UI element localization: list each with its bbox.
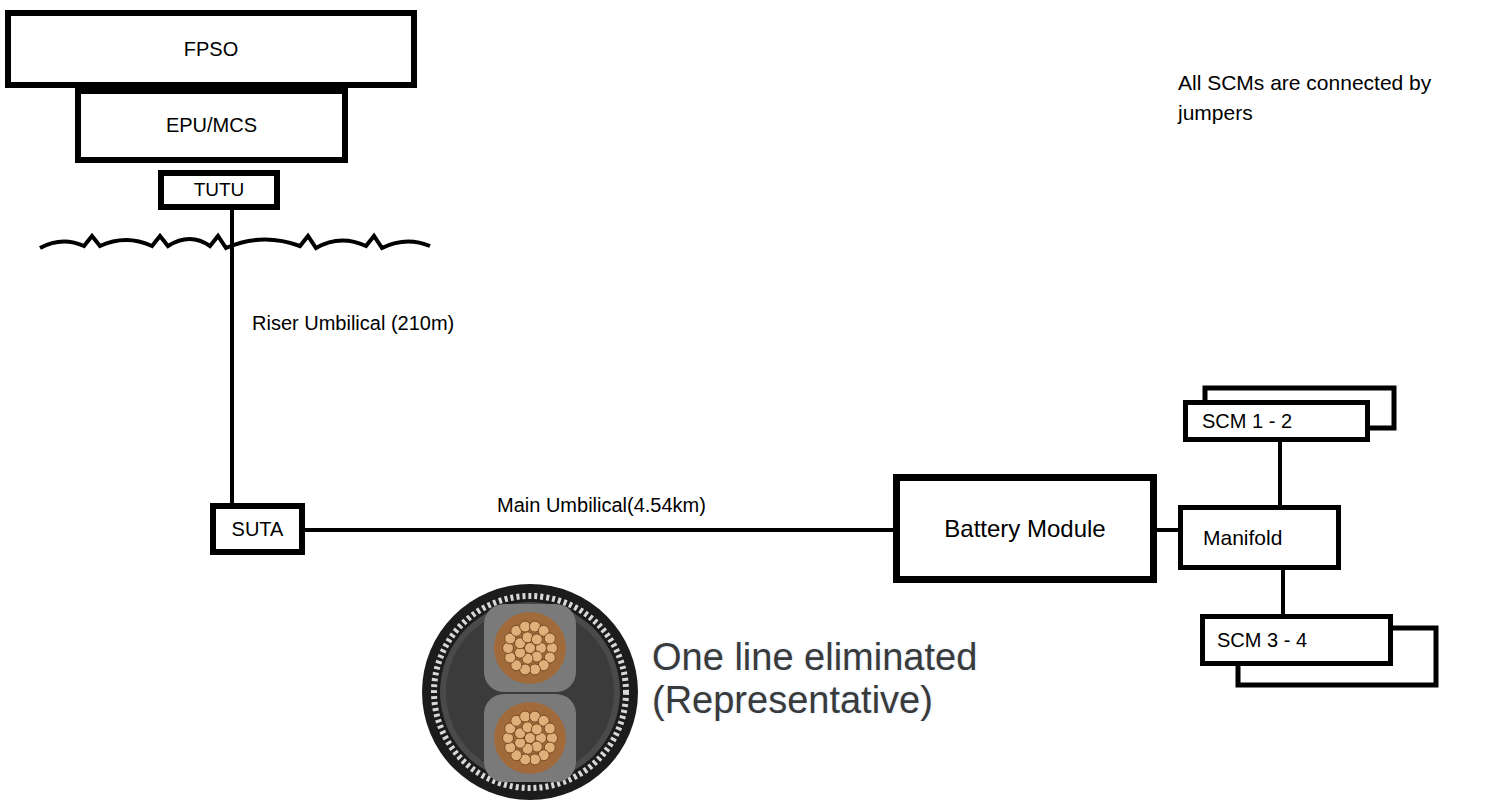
manifold-box: Manifold xyxy=(1178,505,1341,570)
subsea-termination-box: SUTA xyxy=(210,503,305,555)
umbilical-line xyxy=(305,528,893,532)
node-text: SCM 3 - 4 xyxy=(1217,629,1307,652)
umbilical-line xyxy=(1281,570,1285,614)
umbilical-line xyxy=(1278,442,1282,505)
topside-termination-box: TUTU xyxy=(158,170,280,210)
cable-note-text: One line eliminated (Representative) xyxy=(652,636,1072,721)
edge-label: Main Umbilical(4.54km) xyxy=(497,494,706,517)
control-module-box: SCM 3 - 4 xyxy=(1200,614,1393,666)
node-text: FPSO xyxy=(184,38,238,61)
cable-cross-section xyxy=(422,584,638,800)
node-text: TUTU xyxy=(194,179,245,201)
battery-module-box: Battery Module xyxy=(893,474,1157,583)
umbilical-line xyxy=(1157,528,1178,532)
control-module-box: SCM 1 - 2 xyxy=(1183,400,1370,442)
note-text: All SCMs are connected by jumpers xyxy=(1178,68,1496,129)
node-text: SUTA xyxy=(232,518,284,541)
node-text: EPU/MCS xyxy=(166,114,257,137)
sea-surface-wave xyxy=(40,236,430,248)
umbilical-line xyxy=(230,210,234,503)
node-text: Manifold xyxy=(1203,526,1282,550)
node-text: SCM 1 - 2 xyxy=(1202,410,1292,433)
node-text: Battery Module xyxy=(944,515,1105,543)
control-box: EPU/MCS xyxy=(75,88,348,163)
edge-label: Riser Umbilical (210m) xyxy=(252,312,454,335)
vessel-box: FPSO xyxy=(5,10,417,88)
